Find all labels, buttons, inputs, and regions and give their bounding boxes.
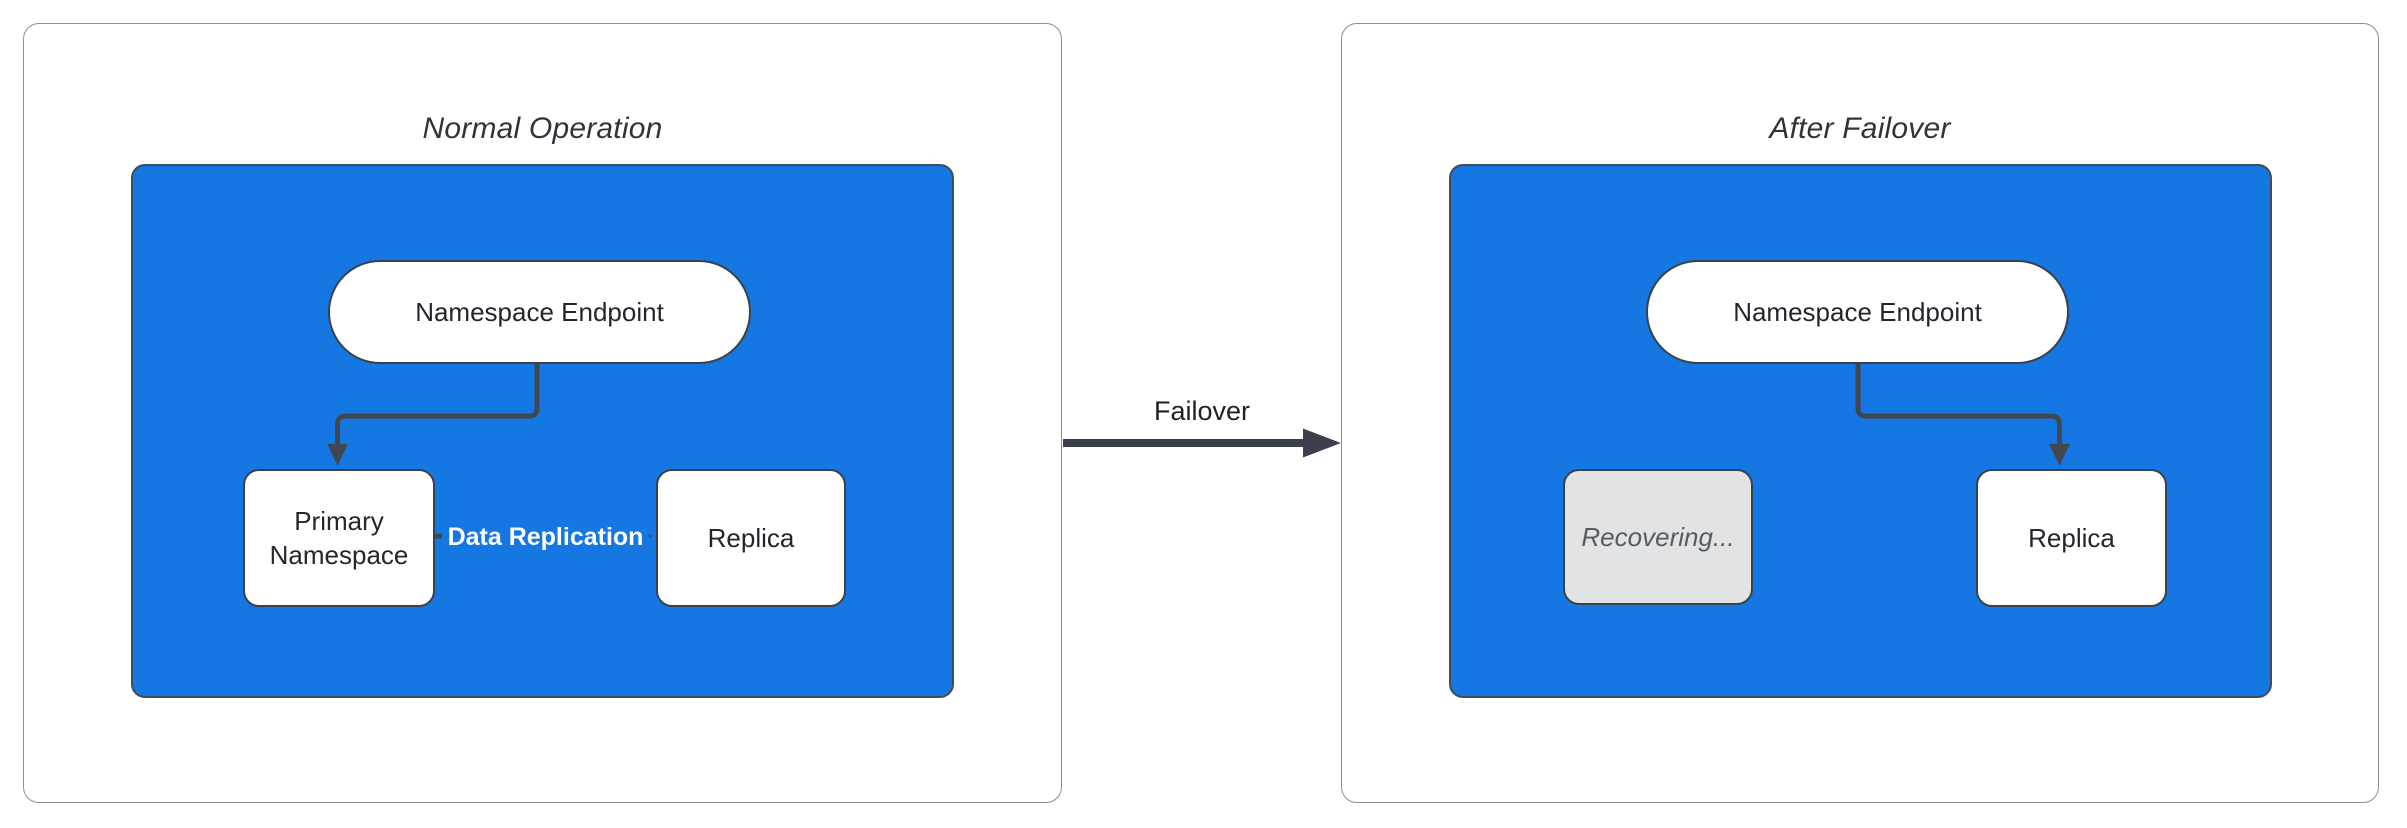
failover-arrow-label: Failover — [1153, 396, 1251, 426]
node-primary-namespace: Primary Namespace — [243, 469, 435, 607]
node-recovering-label: Recovering... — [1581, 522, 1735, 552]
cluster-box-normal: Namespace Endpoint Primary Namespace Rep… — [131, 164, 954, 698]
cluster-box-failover: Namespace Endpoint Recovering... Replica — [1449, 164, 2272, 698]
panel-title-after-failover: After Failover — [1769, 112, 1951, 145]
panel-after-failover: After Failover Namespace Endpoint Recove… — [1341, 23, 2379, 803]
node-recovering: Recovering... — [1563, 469, 1753, 605]
elbow-arrow-endpoint-to-primary — [327, 362, 653, 548]
node-namespace-endpoint-label: Namespace Endpoint — [415, 297, 664, 327]
panel-normal-operation: Normal Operation Namespace Endpoint Prim… — [23, 23, 1062, 803]
node-namespace-endpoint-2-label: Namespace Endpoint — [1733, 297, 1982, 327]
node-replica-left-label: Replica — [707, 523, 795, 553]
node-namespace-endpoint-2: Namespace Endpoint — [1646, 260, 2069, 364]
panel-title-normal-operation: Normal Operation — [422, 112, 663, 145]
node-namespace-endpoint: Namespace Endpoint — [328, 260, 751, 364]
edge-label-data-replication: Data Replication — [435, 521, 656, 553]
node-replica-right-label: Replica — [2028, 523, 2115, 553]
node-primary-namespace-label: Primary Namespace — [269, 506, 409, 570]
node-replica-right: Replica — [1976, 469, 2167, 607]
node-replica-left: Replica — [656, 469, 846, 607]
elbow-arrow-endpoint-to-replica — [1855, 362, 2070, 466]
